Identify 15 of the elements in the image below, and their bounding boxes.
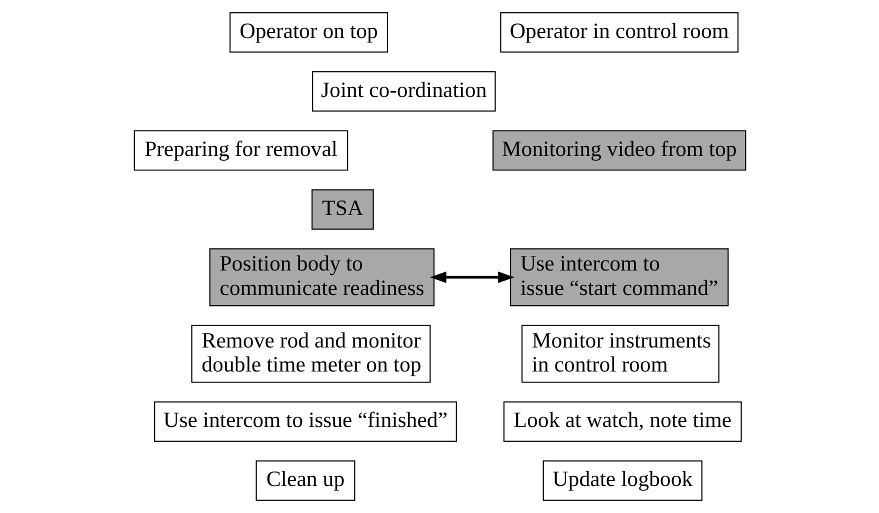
arrow	[429, 272, 514, 284]
node-box: TSA	[311, 189, 374, 230]
node-box: Operator on top	[229, 12, 388, 53]
node-box: Look at watch, note time	[502, 401, 742, 442]
node-box: Monitor instruments in control room	[520, 324, 719, 383]
node-box: Preparing for removal	[133, 130, 348, 171]
node-box: Use intercom to issue “finished”	[154, 401, 456, 442]
node-box: Update logbook	[542, 460, 702, 501]
node-box: Position body to communicate readiness	[208, 248, 434, 306]
node-box: Monitoring video from top	[492, 130, 746, 171]
node-box: Joint co-ordination	[312, 71, 496, 112]
node-box: Remove rod and monitor double time meter on top	[190, 324, 430, 383]
node-box: Operator in control room	[500, 12, 738, 53]
node-box: Use intercom to issue “start command”	[509, 248, 728, 306]
node-box: Clean up	[255, 460, 355, 501]
